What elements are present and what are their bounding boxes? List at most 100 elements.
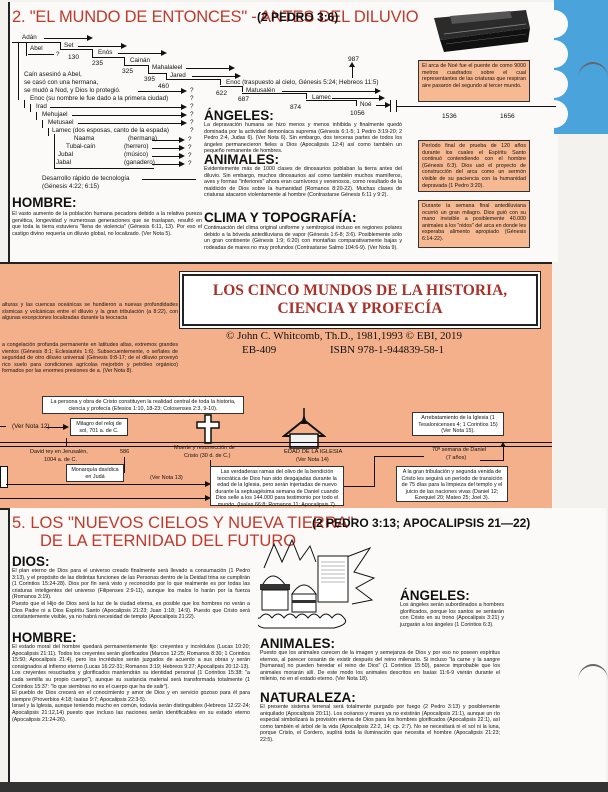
role-naama: (hermana) [128, 135, 158, 142]
rapture-box: Arrebatamiento de la Iglesia (1 Tesaloni… [412, 412, 504, 436]
tree-line [24, 100, 25, 108]
daniel-70th-week: 70ª semana de Daniel [432, 447, 487, 453]
unknown-marker: ? [190, 87, 194, 94]
binder-hole [578, 664, 608, 696]
year-1656: 1656 [500, 113, 515, 120]
church-icon [282, 408, 326, 449]
unknown-marker: ? [188, 144, 192, 151]
section-2-reference: (2 PEDRO 3:6) [257, 10, 339, 24]
tree-line [26, 42, 27, 56]
tree-line [36, 112, 37, 120]
scallop [540, 40, 568, 68]
year-1056: 1056 [350, 110, 365, 117]
tree-line [60, 49, 92, 50]
unknown-marker: ? [190, 95, 194, 102]
arrow-right-icon [46, 424, 69, 430]
arrow-up-icon [349, 62, 355, 67]
unknown-marker: ? [190, 127, 194, 134]
angeles-heading: ÁNGELES: [204, 108, 274, 123]
role-tubalcain: (herrero) [124, 143, 149, 150]
tech-note: (Génesis 4:22; 6:15) [42, 183, 100, 190]
year-1536: 1536 [442, 113, 457, 120]
animales-5-text: Puesto que los animales carecen de la im… [260, 650, 500, 683]
arrow-right-icon [6, 481, 211, 487]
role-jubal: (músico) [124, 151, 149, 158]
enoch-up-line [352, 64, 353, 78]
timeline-tick [66, 438, 67, 446]
arrow-right-icon [118, 50, 167, 56]
name-enoc: Enoc (traspuesto al cielo, Génesis 5:24;… [226, 79, 379, 86]
arrow-right-icon [0, 495, 211, 501]
tree-line [166, 73, 167, 79]
name-jubal: Jubal [58, 151, 74, 158]
name-jabal: Jabal [56, 159, 72, 166]
animales-text: Evidentemente más de 1000 clases de dino… [204, 166, 402, 199]
section-5-panel [8, 508, 606, 786]
final-week-box: Durante la semana final antediluviana oc… [418, 200, 530, 248]
tree-line [12, 42, 60, 43]
name-jared: Jared [170, 72, 186, 79]
year-395: 395 [144, 76, 156, 83]
name-matusalen: Matusalén [246, 87, 276, 94]
tree-line [92, 49, 93, 57]
connector-line [344, 486, 374, 487]
arrow-right-icon [192, 73, 241, 79]
margin-strip [552, 262, 608, 506]
copyright: © John C. Whitcomb, Th.D., 1981,1993 © E… [226, 330, 463, 342]
seven-years: (7 años) [446, 455, 467, 461]
timeline-line [0, 446, 552, 447]
year-325: 325 [122, 68, 134, 75]
unknown-marker: ? [190, 111, 194, 118]
unknown-marker: ? [188, 136, 192, 143]
tree-line [306, 93, 307, 99]
arrow-right-icon [332, 95, 385, 101]
main-title-box: LOS CINCO MUNDOS DE LA HISTORIA, CIENCIA… [182, 274, 538, 326]
animales-5-heading: ANIMALES: [260, 636, 335, 651]
timeline-line [0, 426, 6, 427]
naturaleza-text: El presente sistema terrenal será totalm… [260, 704, 500, 743]
hombre-paragraph: Israel y la Iglesia, aunque teniendo muc… [12, 703, 250, 723]
arrow-right-icon [78, 43, 127, 49]
hombre-5-text: El estado moral del hombre quedará perma… [12, 644, 250, 723]
arrow-right-icon [376, 102, 391, 108]
cain-note: se casó con una hermana, [24, 79, 99, 86]
tree-line [92, 57, 124, 58]
olive-tree-box: Las verdaderas ramas del olivo de la ben… [210, 466, 344, 508]
cain-note: Caín asesinó a Abel, [24, 71, 82, 78]
death-resurrection-label: Muerte y resurrección de [174, 445, 235, 451]
tree-line [220, 79, 221, 85]
clima-text: Continuación del clima original uniforme… [204, 225, 402, 251]
tree-line [220, 86, 242, 87]
tech-pointer-line [142, 179, 196, 180]
arrow-right-icon [44, 35, 93, 41]
scallop [540, 70, 568, 98]
scallop [540, 100, 568, 128]
timeline-line [0, 442, 552, 443]
tree-line [18, 42, 19, 100]
name-mehujael: Mehujael [42, 111, 68, 118]
ver-nota-13: (Ver Nota 13) [150, 475, 183, 481]
christ-central-box: La persona y obra de Cristo constituyen … [42, 396, 244, 414]
tech-note: Desarrollo rápido de tecnología [42, 175, 130, 182]
unknown-marker: ? [188, 152, 192, 159]
connector-line [374, 456, 424, 457]
hombre-text: El vasto aumento de la población humana … [12, 211, 202, 237]
death-resurrection-label: Cristo (30 d. de C.) [184, 453, 231, 459]
timeline-line [396, 106, 556, 107]
connector-line [374, 456, 375, 487]
tribulation-box: A la gran tribulación y segunda venida d… [396, 466, 508, 502]
section-3-fragment: a congelación profunda permanente en lat… [2, 342, 178, 375]
cain-note: se mudó a Nod, y Dios lo protegió. [24, 87, 121, 94]
ver-nota-12: (Ver Nota 12) [12, 423, 50, 430]
dios-paragraph: El plan eterno de Dios para el universo … [12, 568, 250, 601]
connector-line [503, 446, 504, 461]
section-3-fragment: alturas y las cuencas oceánicas se hundi… [2, 302, 178, 322]
arrow-right-icon [152, 161, 185, 167]
hombre-paragraph: Los creyentes resucitados y glorificados… [12, 670, 250, 690]
ark-bridge-box: El arca de Noé fue el puente de como 900… [418, 60, 530, 102]
unknown-marker: ? [56, 51, 60, 58]
tree-line [356, 100, 357, 106]
section-5-reference: (2 PEDRO 3:13; APOCALIPSIS 21—22) [312, 516, 531, 530]
section-5-title-1: 5. LOS "NUEVOS CIELOS Y NUEVA TIERRA" [12, 514, 354, 532]
name-mahalaleel: Mahalaleel [152, 64, 183, 71]
